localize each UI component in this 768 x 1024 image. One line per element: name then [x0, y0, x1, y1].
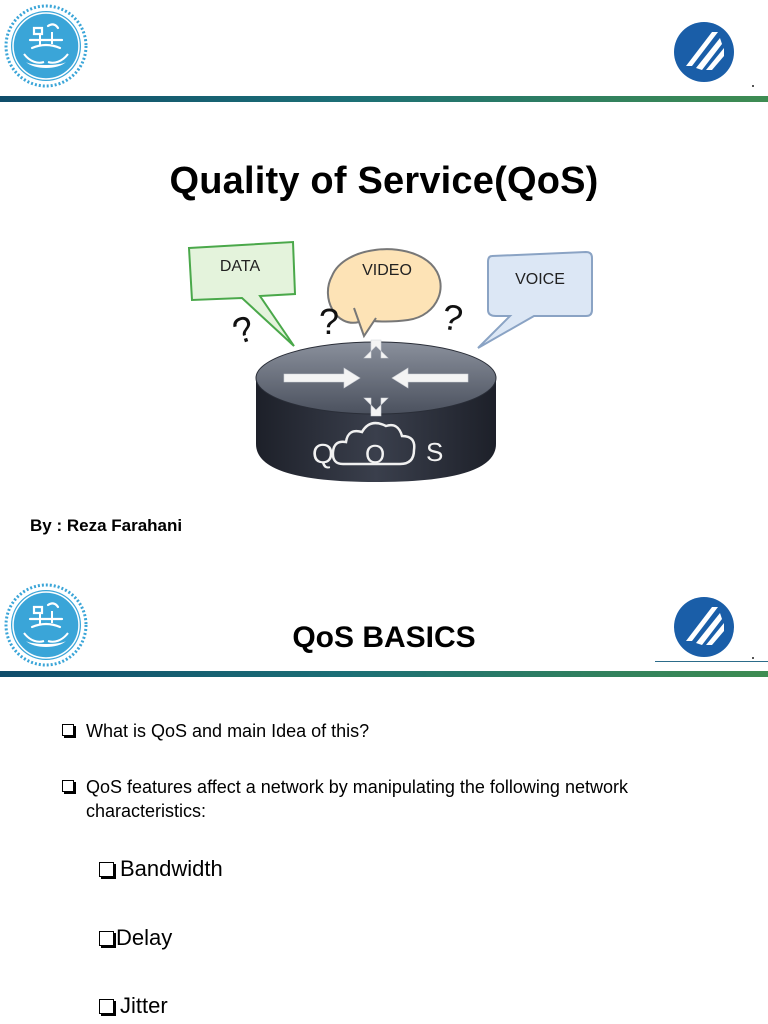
video-bubble: VIDEO [326, 248, 442, 339]
slide-title-text: Quality of Service(QoS) [169, 160, 599, 202]
question-mark-1: ? [227, 307, 259, 352]
bullet-item: What is QoS and main Idea of this? [62, 719, 369, 743]
voice-bubble: VOICE [477, 250, 593, 349]
router-letter-o: O [365, 439, 385, 469]
question-mark-2: ? [319, 301, 339, 342]
router-letter-q: Q [312, 438, 334, 469]
sub-bullet-text: Delay [116, 925, 173, 950]
sub-bullet-item: Bandwidth [99, 855, 223, 883]
data-bubble-label: DATA [220, 258, 261, 275]
sub-bullet-text: Jitter [120, 993, 168, 1018]
header-rule [0, 96, 768, 102]
checkbox-bullet-icon [99, 930, 114, 946]
header-rule [0, 671, 768, 677]
question-mark-3: ? [439, 296, 466, 340]
bullet-text: What is QoS and main Idea of this? [86, 721, 370, 741]
institute-logo-icon [674, 22, 734, 82]
institute-logo-icon [674, 597, 734, 657]
checkbox-bullet-icon [62, 724, 74, 736]
slide-title-text: QoS BASICS [292, 621, 476, 654]
router-icon: Q O S [255, 339, 497, 482]
sub-bullet-text: Bandwidth [120, 856, 223, 881]
header-rule-thin [655, 661, 768, 662]
checkbox-bullet-icon [99, 998, 114, 1014]
router-letter-s: S [426, 437, 443, 467]
university-seal-icon [4, 583, 88, 667]
author-line: By : Reza Farahani [30, 516, 183, 535]
bullet-item: QoS features affect a network by manipul… [62, 775, 702, 823]
corner-dot [752, 85, 754, 87]
university-seal-icon [4, 4, 88, 88]
video-bubble-label: VIDEO [362, 262, 412, 279]
corner-dot [752, 657, 754, 659]
sub-bullet-item: Jitter [99, 992, 168, 1020]
slide-qos-basics: QoS BASICS What is QoS and main Idea of … [0, 561, 768, 1024]
sub-bullet-item: Delay [99, 924, 172, 952]
checkbox-bullet-icon [99, 861, 114, 877]
bullet-text: QoS features affect a network by manipul… [86, 777, 628, 821]
voice-bubble-label: VOICE [515, 271, 565, 288]
checkbox-bullet-icon [62, 780, 74, 792]
slide-title: Quality of Service(QoS) DATA VIDEO [0, 4, 768, 535]
data-bubble: DATA [187, 240, 297, 347]
qos-router-illustration: DATA VIDEO VOICE ? ? ? [187, 240, 593, 482]
